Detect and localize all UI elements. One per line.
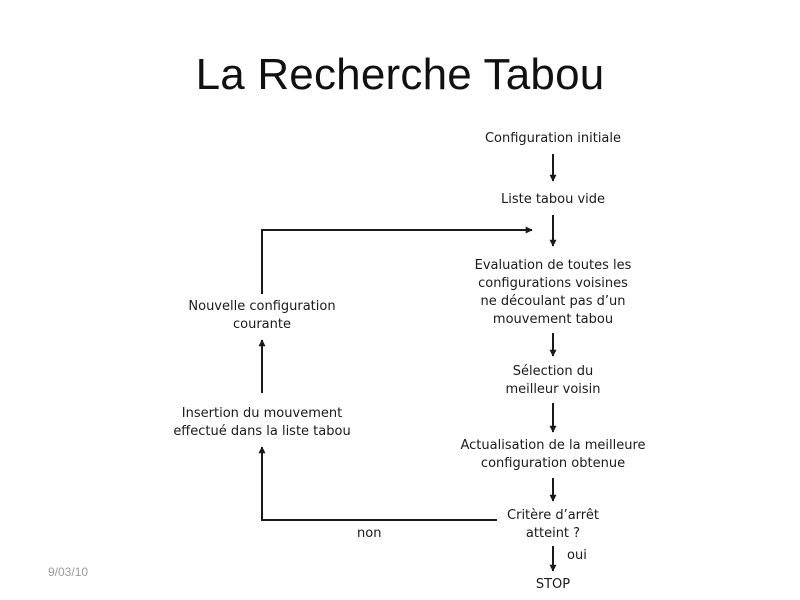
edge-label-no: non [357, 526, 382, 541]
node-text-line: Evaluation de toutes les [474, 258, 632, 273]
node-text-line: STOP [535, 577, 571, 592]
arrow-criterion-to-insertion [258, 446, 497, 521]
node-text-line: configurations voisines [478, 276, 628, 291]
node-best-configuration-update: Actualisation de la meilleure configurat… [438, 437, 668, 473]
node-best-neighbor-selection: Sélection du meilleur voisin [453, 363, 653, 399]
edge-label-yes: oui [567, 548, 587, 563]
node-new-current-configuration: Nouvelle configuration courante [162, 298, 362, 334]
node-evaluation: Evaluation de toutes les configurations … [443, 257, 663, 329]
node-text-line: effectué dans la liste tabou [173, 424, 351, 439]
node-text-line: ne découlant pas d’un [480, 294, 626, 309]
node-text-line: Insertion du mouvement [181, 406, 343, 421]
slide-date: 9/03/10 [48, 565, 89, 579]
node-text-line: courante [233, 317, 291, 332]
node-initial-configuration: Configuration initiale [453, 130, 653, 148]
node-text-line: Actualisation de la meilleure [460, 438, 646, 453]
node-stop-criterion: Critère d’arrêt atteint ? [478, 507, 628, 543]
node-empty-tabu-list: Liste tabou vide [453, 191, 653, 209]
slide-title: La Recherche Tabou [195, 50, 605, 99]
node-text-line: Configuration initiale [484, 131, 622, 146]
node-text-line: configuration obtenue [480, 456, 626, 471]
node-text-line: Nouvelle configuration [188, 299, 336, 314]
arrow-new-config-to-evaluation [261, 226, 533, 294]
node-text-line: Liste tabou vide [500, 192, 606, 207]
node-stop: STOP [513, 576, 593, 594]
node-text-line: meilleur voisin [505, 382, 601, 397]
node-text-line: Critère d’arrêt [507, 508, 599, 523]
node-text-line: Sélection du [512, 364, 594, 379]
node-text-line: atteint ? [525, 526, 581, 541]
node-tabu-insertion: Insertion du mouvement effectué dans la … [152, 405, 372, 441]
node-text-line: mouvement tabou [492, 312, 614, 327]
